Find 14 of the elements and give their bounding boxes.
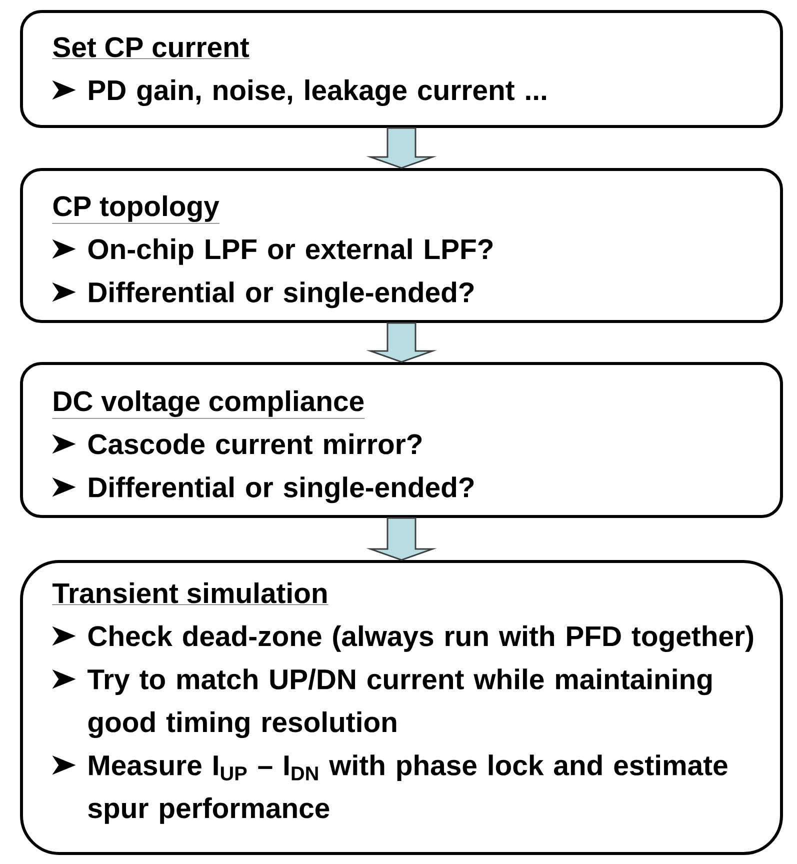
block-arrow — [366, 517, 437, 561]
bullet-text: Differential or single-ended? — [89, 282, 474, 308]
step-heading: DC voltage compliance — [52, 390, 365, 419]
bullet-text: Measure I$_{UP}$ – I$_{DN}$ with phase lock and estimate spur performance — [88, 754, 728, 824]
bullet-text: On-chip LPF or external LPF? — [88, 238, 493, 265]
bullet-text: Cascode current mirror? — [88, 433, 422, 454]
block-arrow — [366, 127, 437, 169]
bullet-text: PD gain, noise, leakage current ... — [89, 79, 546, 106]
step-heading: Transient simulation — [52, 582, 328, 605]
step-heading: CP topology — [52, 195, 220, 224]
bullet-text: Differential or single-ended? — [89, 476, 474, 504]
step-heading: Set CP current — [52, 37, 250, 59]
bullet-text: Check dead-zone (always run with PFD together) — [88, 625, 754, 652]
block-arrow — [366, 322, 437, 363]
